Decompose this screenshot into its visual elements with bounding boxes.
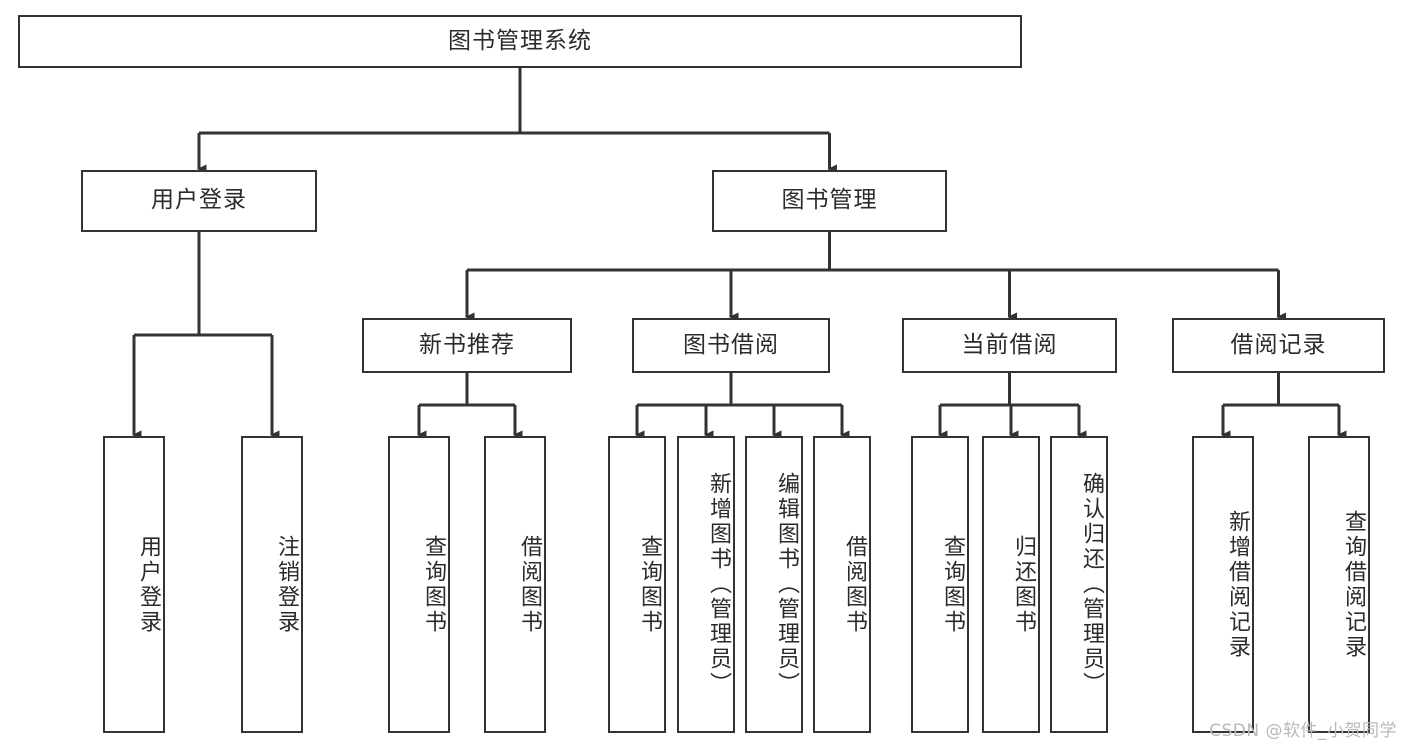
node-borrow[interactable]: 图书借阅 <box>632 318 830 373</box>
node-label: 编辑图书（管理员） <box>774 472 799 697</box>
node-label: 当前借阅 <box>961 331 1058 358</box>
node-label: 查询图书 <box>421 534 446 635</box>
node-leaf-bor-2[interactable]: 新增图书（管理员） <box>677 436 735 733</box>
node-current[interactable]: 当前借阅 <box>902 318 1117 373</box>
node-label: 图书管理系统 <box>448 27 592 54</box>
node-root[interactable]: 图书管理系统 <box>18 15 1022 68</box>
node-label: 用户登录 <box>136 534 161 635</box>
connector-lines <box>131 68 1347 440</box>
node-label: 新书推荐 <box>419 331 515 358</box>
node-newbook[interactable]: 新书推荐 <box>362 318 572 373</box>
node-leaf-rec-2[interactable]: 查询借阅记录 <box>1308 436 1370 733</box>
node-label: 用户登录 <box>151 187 247 214</box>
node-label: 查询图书 <box>637 534 662 635</box>
node-record[interactable]: 借阅记录 <box>1172 318 1385 373</box>
node-label: 借阅记录 <box>1230 331 1327 358</box>
node-leaf-rec-1[interactable]: 新增借阅记录 <box>1192 436 1254 733</box>
node-label: 图书借阅 <box>683 331 779 358</box>
node-login[interactable]: 用户登录 <box>81 170 317 232</box>
node-label: 图书管理 <box>781 187 878 214</box>
node-label: 借阅图书 <box>517 534 542 635</box>
node-leaf-new-1[interactable]: 查询图书 <box>388 436 450 733</box>
node-label: 注销登录 <box>274 534 299 635</box>
node-label: 查询借阅记录 <box>1341 509 1366 660</box>
node-label: 确认归还（管理员） <box>1079 472 1104 697</box>
watermark-text: CSDN @软件_小贺同学 <box>1209 721 1397 741</box>
node-label: 归还图书 <box>1011 534 1036 635</box>
node-leaf-bor-4[interactable]: 借阅图书 <box>813 436 871 733</box>
node-leaf-cur-3[interactable]: 确认归还（管理员） <box>1050 436 1108 733</box>
node-label: 新增图书（管理员） <box>706 472 731 697</box>
node-leaf-login-1[interactable]: 用户登录 <box>103 436 165 733</box>
node-label: 新增借阅记录 <box>1225 509 1250 660</box>
node-label: 查询图书 <box>940 534 965 635</box>
node-leaf-cur-2[interactable]: 归还图书 <box>982 436 1040 733</box>
node-leaf-cur-1[interactable]: 查询图书 <box>911 436 969 733</box>
node-leaf-login-2[interactable]: 注销登录 <box>241 436 303 733</box>
node-bookmgmt[interactable]: 图书管理 <box>712 170 947 232</box>
node-leaf-bor-1[interactable]: 查询图书 <box>608 436 666 733</box>
node-leaf-new-2[interactable]: 借阅图书 <box>484 436 546 733</box>
node-leaf-bor-3[interactable]: 编辑图书（管理员） <box>745 436 803 733</box>
node-label: 借阅图书 <box>842 534 867 635</box>
